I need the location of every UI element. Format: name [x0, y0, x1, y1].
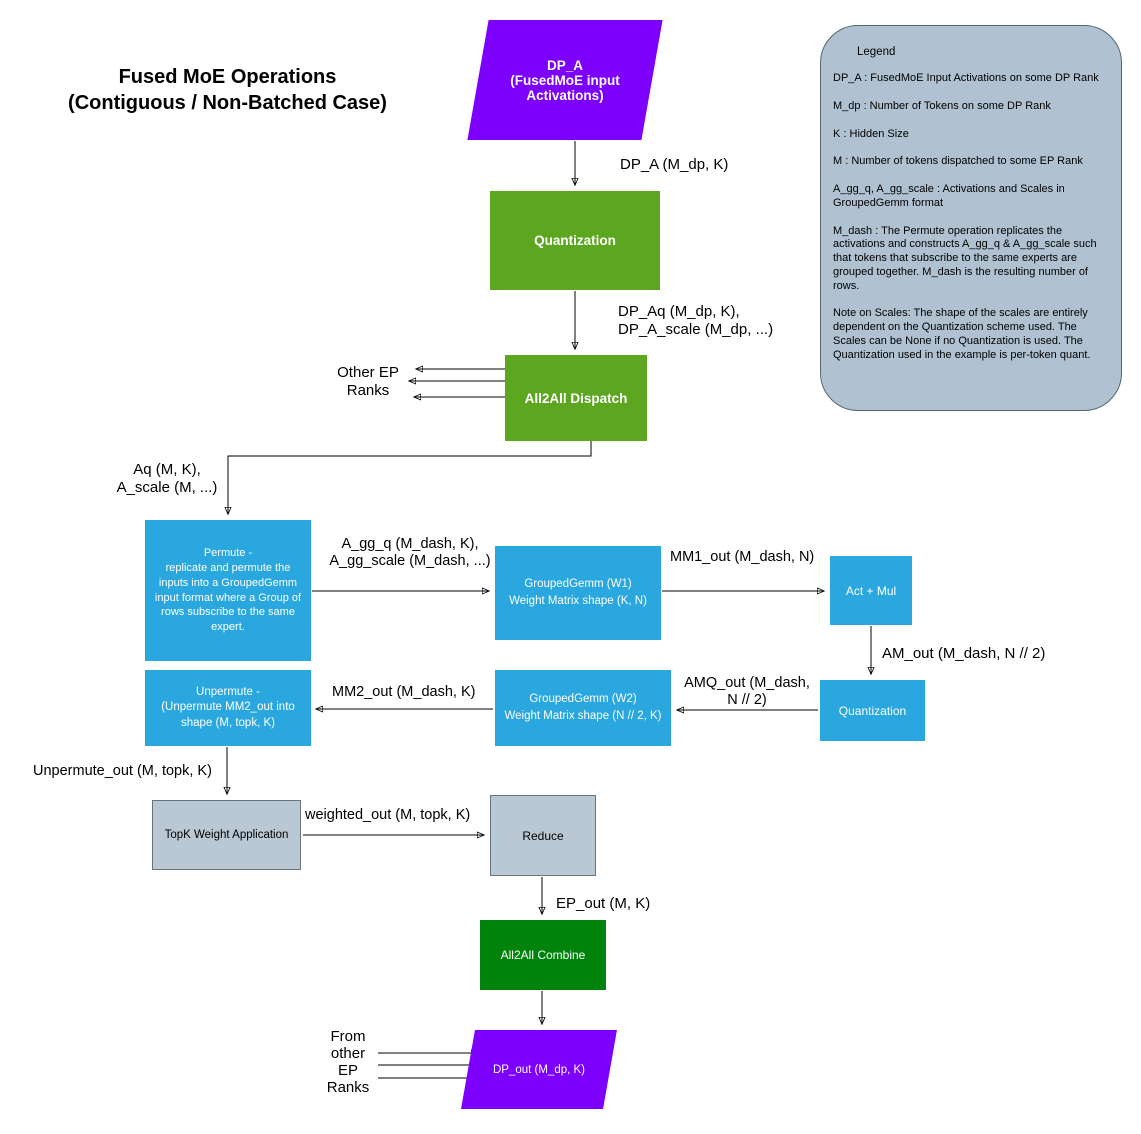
label-weighted-out: weighted_out (M, topk, K)	[305, 807, 471, 823]
label-amq-out: AMQ_out (M_dash, N // 2)	[684, 675, 810, 709]
node-permute: Permute - replicate and permute the inpu…	[145, 520, 311, 661]
legend-panel: Legend DP_A : FusedMoE Input Activations…	[820, 25, 1122, 411]
node-groupedgemm-w1: GroupedGemm (W1) Weight Matrix shape (K,…	[495, 546, 661, 640]
label-mm1-out: MM1_out (M_dash, N)	[670, 549, 815, 565]
node-groupedgemm-w2: GroupedGemm (W2) Weight Matrix shape (N …	[495, 670, 671, 746]
legend-item-dp-a: DP_A : FusedMoE Input Activations on som…	[833, 72, 1099, 84]
label-ep-out: EP_out (M, K)	[556, 895, 651, 912]
node-unpermute: Unpermute - (Unpermute MM2_out into shap…	[145, 670, 311, 746]
node-dp-out: DP_out (M_dp, K)	[461, 1030, 617, 1109]
label-a-gg-shape: A_gg_q (M_dash, K), A_gg_scale (M_dash, …	[329, 536, 491, 570]
label-unpermute-out: Unpermute_out (M, topk, K)	[33, 763, 212, 779]
node-act-mul: Act + Mul	[830, 556, 912, 625]
node-dp-a: DP_A (FusedMoE input Activations)	[467, 20, 663, 140]
diagram-title: Fused MoE Operations (Contiguous / Non-B…	[68, 66, 387, 114]
legend-item-m-dash: M_dash : The Permute operation replicate…	[833, 224, 1097, 292]
label-mm2-out: MM2_out (M_dash, K)	[332, 684, 476, 700]
legend-item-note-on-scales: Note on Scales: The shape of the scales …	[833, 307, 1091, 361]
label-from-other-ep-ranks: From other EP Ranks	[326, 1028, 370, 1097]
legend-item-m-dp: M_dp : Number of Tokens on some DP Rank	[833, 99, 1051, 112]
node-reduce: Reduce	[490, 795, 596, 876]
legend-title: Legend	[857, 46, 896, 58]
dp-out-label: DP_out (M_dp, K)	[492, 1063, 586, 1076]
label-dp-a-shape: DP_A (M_dp, K)	[620, 156, 729, 173]
node-all2all-dispatch: All2All Dispatch	[505, 355, 647, 441]
label-dp-aq-shape: DP_Aq (M_dp, K), DP_A_scale (M_dp, ...)	[618, 303, 774, 338]
node-quantization-2: Quantization	[820, 680, 925, 741]
label-aq-shape: Aq (M, K), A_scale (M, ...)	[116, 461, 218, 496]
node-topk-weight-application: TopK Weight Application	[152, 800, 301, 870]
legend-item-a-gg: A_gg_q, A_gg_scale : Activations and Sca…	[833, 183, 1065, 209]
edge-dispatch-to-permute	[228, 441, 592, 514]
dp-a-label: DP_A (FusedMoE input Activations)	[510, 57, 620, 103]
legend-item-m: M : Number of tokens dispatched to some …	[833, 155, 1083, 168]
label-am-out: AM_out (M_dash, N // 2)	[882, 645, 1046, 662]
label-other-ep-ranks: Other EP Ranks	[337, 364, 399, 399]
node-all2all-combine: All2All Combine	[480, 920, 606, 990]
legend-item-k: K : Hidden Size	[833, 127, 909, 140]
node-quantization-1: Quantization	[490, 191, 660, 290]
